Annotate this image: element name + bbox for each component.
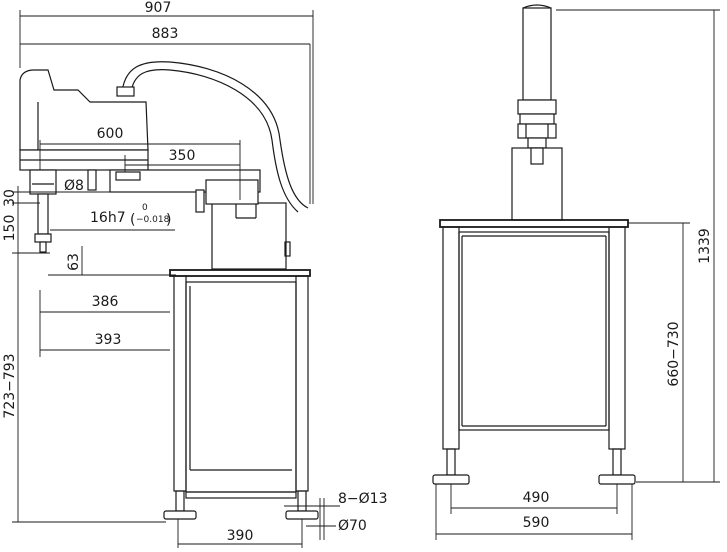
dim-table-height: 660−730 — [666, 321, 682, 386]
dim-foot-spacing: 390 — [227, 528, 254, 544]
dim-foot-diameter: Ø70 — [338, 518, 367, 534]
dim-overall-height: 1339 — [697, 228, 713, 264]
dim-height-range-left: 723−793 — [2, 353, 18, 418]
side-view: 907 883 600 350 Ø8 16h7 ( 0 −0.018 ) 30 … — [2, 0, 387, 548]
stand-side — [163, 269, 319, 520]
dim-tol-upper: 0 — [142, 203, 148, 213]
quill-shaft — [29, 169, 97, 253]
dim-overall-width: 907 — [145, 0, 172, 16]
dim-arm1-length: 600 — [97, 126, 124, 142]
dim-stand-outer-width: 590 — [523, 515, 550, 531]
dim-30: 30 — [2, 189, 18, 207]
robot-column — [511, 4, 563, 221]
dim-tol-lower: −0.018 — [136, 215, 170, 225]
dim-63: 63 — [66, 253, 82, 271]
tolerance-close-paren: ) — [166, 212, 171, 228]
dim-arm-reach: 883 — [152, 26, 179, 42]
side-dimension-lines — [12, 10, 340, 548]
robot-base — [211, 202, 291, 270]
dim-386: 386 — [92, 294, 119, 310]
dim-150: 150 — [2, 215, 18, 242]
dim-393: 393 — [95, 332, 122, 348]
dim-foot-holes: 8−Ø13 — [338, 491, 387, 507]
dim-shaft-diameter: Ø8 — [64, 178, 84, 194]
front-dimension-lines — [435, 9, 720, 540]
dim-arm2-length: 350 — [169, 148, 196, 164]
arm-1 — [19, 69, 149, 171]
dim-shaft-tolerance: 16h7 — [90, 210, 126, 226]
tolerance-open-paren: ( — [130, 212, 135, 228]
stand-front — [432, 219, 636, 485]
dim-stand-inner-width: 490 — [523, 490, 550, 506]
front-view: 1339 660−730 490 590 — [432, 4, 720, 540]
cable-hose — [121, 61, 309, 209]
arm-2 — [109, 169, 261, 213]
